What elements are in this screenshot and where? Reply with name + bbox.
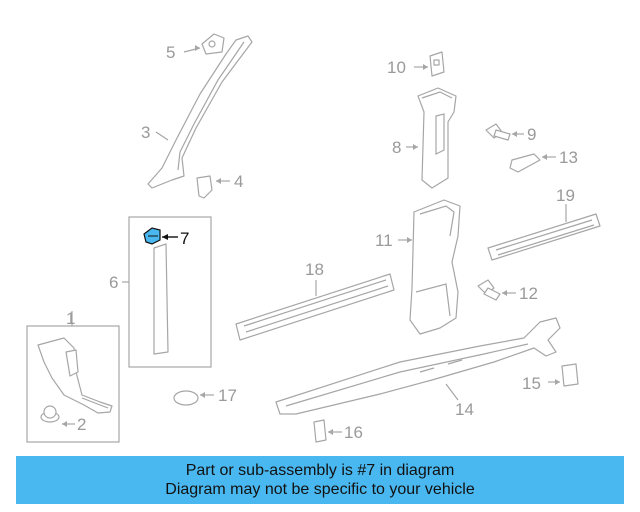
label-16[interactable]: 16 [344, 423, 363, 442]
label-10[interactable]: 10 [387, 58, 406, 77]
label-9[interactable]: 9 [527, 125, 536, 144]
banner-line-1: Part or sub-assembly is #7 in diagram [185, 462, 455, 479]
part-14-sill-plate[interactable] [275, 317, 561, 415]
part-18-sill-garnish[interactable] [235, 273, 395, 341]
part-5-clip[interactable] [183, 33, 225, 55]
parts-diagram: 1 2 3 4 5 6 7 [26, 33, 601, 443]
part-12-screw[interactable] [477, 279, 516, 301]
label-5[interactable]: 5 [166, 43, 175, 62]
banner-line-2: Diagram may not be specific to your vehi… [165, 481, 475, 498]
part-3-a-pillar-trim[interactable] [147, 35, 253, 189]
label-12[interactable]: 12 [519, 284, 538, 303]
label-2[interactable]: 2 [77, 415, 86, 434]
label-15[interactable]: 15 [522, 374, 541, 393]
label-7[interactable]: 7 [180, 229, 189, 248]
part-13-clip[interactable] [509, 153, 556, 173]
part-1-group[interactable] [26, 311, 120, 443]
label-3[interactable]: 3 [141, 123, 150, 142]
part-16-clip[interactable] [313, 419, 342, 443]
part-7-highlighted[interactable] [143, 227, 178, 245]
label-1[interactable]: 1 [66, 309, 75, 328]
label-8[interactable]: 8 [392, 138, 401, 157]
part-17-plug[interactable] [173, 390, 214, 406]
part-19-rear-sill-garnish[interactable] [487, 204, 601, 261]
part-6-group[interactable] [122, 216, 212, 368]
label-17[interactable]: 17 [218, 386, 237, 405]
part-4-clip[interactable] [196, 175, 230, 199]
label-6[interactable]: 6 [109, 273, 118, 292]
label-4[interactable]: 4 [234, 172, 243, 191]
part-8-b-pillar-upper[interactable] [406, 87, 457, 189]
part-10-clip[interactable] [414, 51, 445, 77]
part-15-clip[interactable] [548, 363, 579, 387]
label-13[interactable]: 13 [559, 148, 578, 167]
part-11-b-pillar-lower[interactable] [398, 199, 461, 335]
label-11[interactable]: 11 [375, 231, 393, 250]
part-2-clip[interactable] [40, 405, 75, 427]
label-19[interactable]: 19 [556, 186, 575, 205]
part-9-screw[interactable] [485, 123, 524, 141]
label-18[interactable]: 18 [305, 260, 324, 279]
info-banner: Part or sub-assembly is #7 in diagram Di… [16, 456, 624, 504]
label-14[interactable]: 14 [455, 400, 474, 419]
